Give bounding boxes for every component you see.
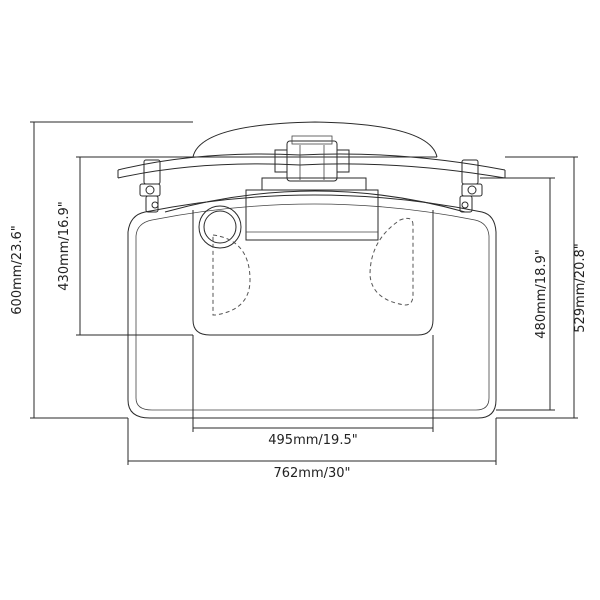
dim-total-width: 762mm/30" bbox=[273, 466, 350, 481]
recess-outline bbox=[212, 234, 251, 316]
support-arm bbox=[164, 190, 466, 213]
inner-panel bbox=[192, 210, 434, 336]
right-clamp bbox=[459, 159, 483, 213]
dim-outer-height: 529mm/20.8" bbox=[573, 243, 588, 332]
dim-inner-height: 480mm/18.9" bbox=[534, 249, 549, 338]
dim-tray-height: 430mm/16.9" bbox=[57, 201, 72, 290]
handlebar bbox=[117, 153, 506, 171]
tray-body bbox=[127, 194, 497, 419]
dim-total-height: 600mm/23.6" bbox=[10, 225, 25, 314]
cup-holder bbox=[198, 205, 242, 249]
left-clamp bbox=[139, 159, 161, 213]
top-shield bbox=[192, 121, 438, 158]
dim-inner-width: 495mm/19.5" bbox=[268, 433, 357, 448]
center-mount bbox=[245, 135, 379, 241]
